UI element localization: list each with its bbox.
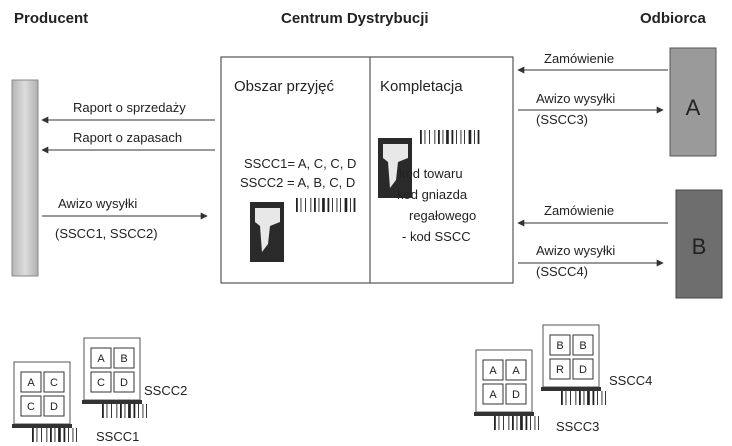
pallet-box xyxy=(572,334,594,356)
sscc2-composition: SSCC2 = A, B, C, D xyxy=(240,175,355,190)
pallet-box xyxy=(482,359,504,381)
pallet-box-letter: D xyxy=(512,389,520,401)
shipping-notice-a-label: Awizo wysyłki xyxy=(536,91,615,106)
pallet-box-letter: C xyxy=(97,377,105,389)
pallet-base xyxy=(541,387,601,391)
pallet-box xyxy=(549,358,571,380)
recipient-b-label: B xyxy=(692,234,707,259)
barcode-icon xyxy=(561,391,606,405)
header-recipient: Odbiorca xyxy=(640,10,707,27)
pallet-box xyxy=(505,359,527,381)
pallet-box-letter: A xyxy=(489,365,497,377)
pallet-box-letter: A xyxy=(489,389,497,401)
sscc1-composition: SSCC1= A, C, C, D xyxy=(244,156,356,171)
pallet-box-letter: D xyxy=(579,364,587,376)
pallet-base xyxy=(12,424,72,428)
pallet-box-letter: A xyxy=(27,377,35,389)
recipient-b-box xyxy=(675,189,723,299)
pallet-box-letter: R xyxy=(556,364,564,376)
pallet-base xyxy=(474,412,534,416)
shipping-notice-b-sub: (SSCC4) xyxy=(536,264,588,279)
barcode-icon xyxy=(296,198,356,212)
picking-info-1: kod towaru xyxy=(399,166,463,181)
picking-label: Kompletacja xyxy=(380,78,463,95)
pallet-sscc2: A B C D xyxy=(82,337,147,418)
receiving-area-label: Obszar przyjęć xyxy=(234,78,335,95)
pallet-box xyxy=(90,371,112,393)
barcode-icon xyxy=(102,404,147,418)
pallet-box-letter: C xyxy=(27,401,35,413)
pallet-box xyxy=(43,371,65,393)
shipping-notice-a-sub: (SSCC3) xyxy=(536,112,588,127)
recipient-a-box xyxy=(669,47,717,157)
pallet-box xyxy=(505,383,527,405)
pallet-base xyxy=(82,400,142,404)
stock-report-label: Raport o zapasach xyxy=(73,130,182,145)
sales-report-label: Raport o sprzedaży xyxy=(73,100,186,115)
header-center: Centrum Dystrybucji xyxy=(281,10,429,27)
shipping-notice-b-label: Awizo wysyłki xyxy=(536,243,615,258)
pallet-box xyxy=(90,347,112,369)
pallet-box xyxy=(43,395,65,417)
pallet-box-letter: A xyxy=(97,353,105,365)
scanner-icon xyxy=(378,138,412,198)
barcode-icon xyxy=(420,130,480,144)
barcode-icon xyxy=(420,130,480,144)
pallet-box-letter: B xyxy=(556,340,563,352)
pallet-box-letter: A xyxy=(512,365,520,377)
pallet-box xyxy=(113,371,135,393)
barcode-icon xyxy=(32,428,77,442)
pallet-box-letter: B xyxy=(120,353,127,365)
pallet-box xyxy=(572,358,594,380)
pallet-box-letter: D xyxy=(120,377,128,389)
pallet-box xyxy=(482,383,504,405)
sscc4-label: SSCC4 xyxy=(609,373,652,388)
recipient-a-label: A xyxy=(686,95,701,120)
order-b-label: Zamówienie xyxy=(544,203,614,218)
order-a-label: Zamówienie xyxy=(544,51,614,66)
pallet-box-letter: C xyxy=(50,377,58,389)
pallet-box xyxy=(549,334,571,356)
picking-info-4: - kod SSCC xyxy=(402,229,471,244)
pallet-box xyxy=(113,347,135,369)
picking-info-3: regałowego xyxy=(409,208,476,223)
pallet-box xyxy=(20,371,42,393)
pallet-box-letter: B xyxy=(579,340,586,352)
picking-info-2: kod gniazda xyxy=(397,187,468,202)
shipping-notice-producer-label: Awizo wysyłki xyxy=(58,196,137,211)
sscc1-label: SSCC1 xyxy=(96,429,139,444)
sscc2-label: SSCC2 xyxy=(144,383,187,398)
header-producer: Producent xyxy=(14,10,88,27)
producer-bar xyxy=(11,79,39,277)
pallet-box-letter: D xyxy=(50,401,58,413)
barcode-icon xyxy=(296,198,356,212)
pallet-box xyxy=(20,395,42,417)
sscc3-label: SSCC3 xyxy=(556,419,599,434)
scanner-icon xyxy=(250,202,284,262)
barcode-icon xyxy=(494,416,539,430)
shipping-notice-producer-sub: (SSCC1, SSCC2) xyxy=(55,226,158,241)
